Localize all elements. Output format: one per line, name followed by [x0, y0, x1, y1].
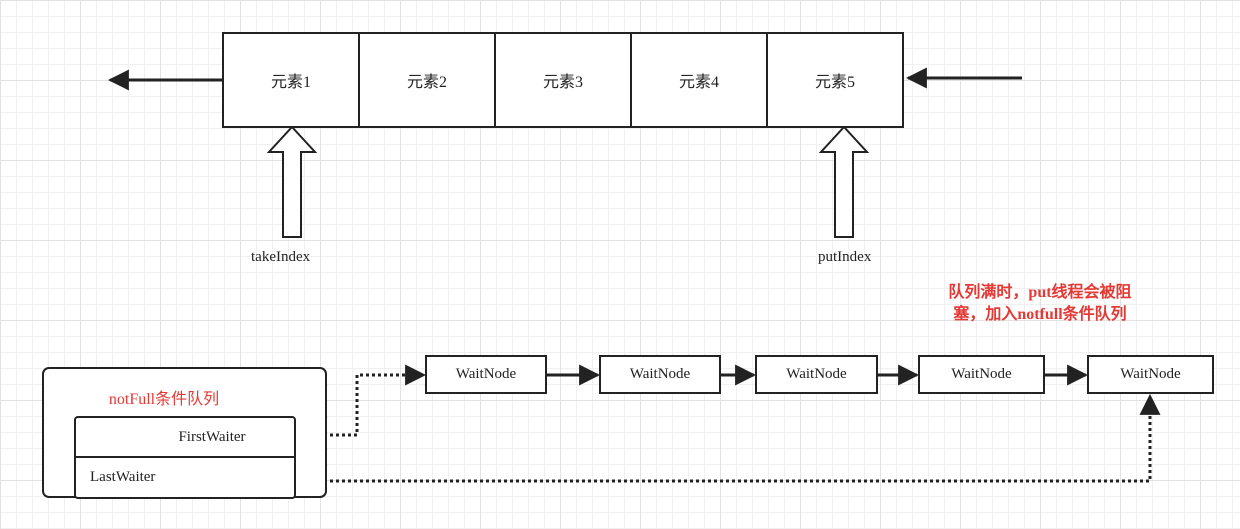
- last-waiter: LastWaiter: [90, 469, 156, 485]
- put-index-pointer-arrow: [818, 125, 870, 238]
- take-index-pointer-arrow: [266, 125, 318, 238]
- blocking-note-line1: 队列满时，put线程会被阻: [948, 284, 1132, 301]
- take-index-label: takeIndex: [251, 249, 311, 265]
- wait-node: WaitNode: [1087, 355, 1214, 394]
- array-queue: 元素1 元素2 元素3 元素4 元素5: [222, 32, 904, 128]
- blocking-note-line2: 塞，加入notfull条件队列: [953, 306, 1127, 323]
- last-waiter-link: [294, 393, 1161, 483]
- queue-cell: 元素2: [360, 34, 496, 126]
- queue-cell: 元素1: [224, 34, 360, 126]
- put-index-label: putIndex: [818, 249, 872, 265]
- queue-cell: 元素5: [814, 74, 855, 91]
- first-waiter: FirstWaiter: [76, 418, 294, 458]
- blocking-note: 队列满时，put线程会被阻 塞，加入notfull条件队列: [920, 282, 1160, 326]
- queue-cell: 元素4: [632, 34, 768, 126]
- waiter-table: FirstWaiter LastWaiter: [74, 416, 296, 499]
- condition-queue: notFull条件队列 FirstWaiter LastWaiter: [42, 367, 327, 499]
- condition-queue-title: notFull条件队列: [108, 391, 220, 408]
- wait-node: WaitNode: [918, 355, 1045, 394]
- wait-node: WaitNode: [425, 355, 547, 394]
- wait-node: WaitNode: [755, 355, 878, 394]
- wait-node: WaitNode: [599, 355, 721, 394]
- queue-cell: 元素3: [496, 34, 632, 126]
